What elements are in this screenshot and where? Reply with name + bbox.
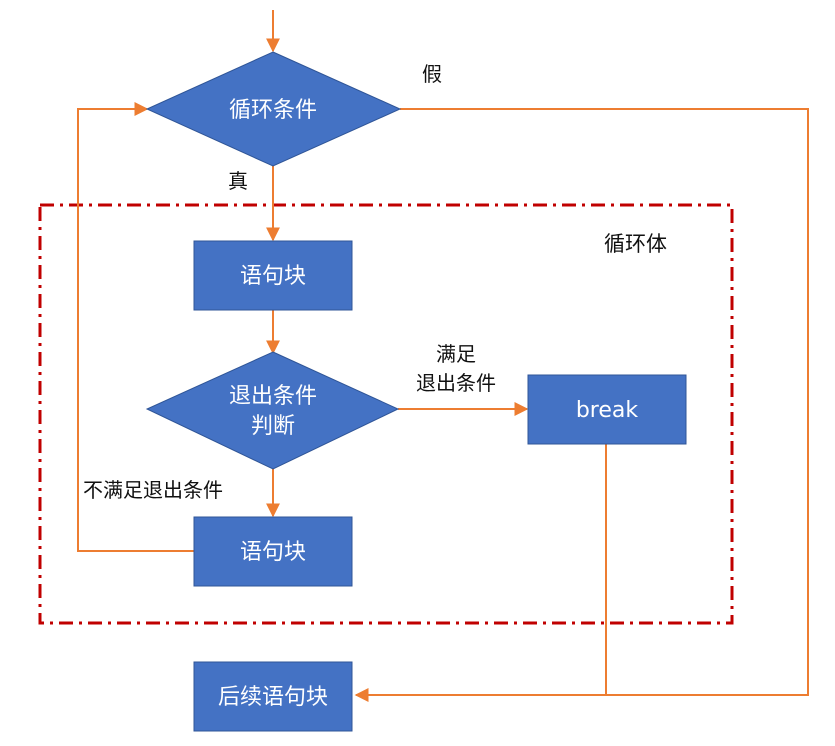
true-label: 真	[228, 169, 248, 193]
break-block-label: break	[576, 398, 639, 423]
statement-block-2-label: 语句块	[240, 540, 306, 565]
loop-condition-label: 循环条件	[229, 98, 317, 123]
exit-condition-label-line2: 判断	[251, 414, 295, 439]
loop-body-region	[38, 203, 734, 625]
exit-condition-diamond	[145, 351, 400, 470]
break-block	[527, 374, 687, 445]
connectors	[77, 10, 809, 702]
exit-condition-label-line1: 退出条件	[229, 384, 317, 409]
satisfied-label-line1: 满足	[436, 342, 476, 366]
not-satisfied-label: 不满足退出条件	[83, 478, 223, 502]
false-label: 假	[422, 62, 442, 86]
loop-condition-diamond	[145, 51, 402, 167]
loop-back-arrow	[77, 102, 194, 552]
false-arrow	[354, 108, 809, 702]
satisfied-label-line2: 退出条件	[416, 371, 496, 395]
loop-body-label: 循环体	[604, 232, 667, 256]
statement-block-1-label: 语句块	[240, 264, 306, 289]
following-block-label: 后续语句块	[218, 685, 328, 710]
statement-block-2	[193, 516, 353, 587]
statement-block-1	[193, 240, 353, 311]
following-block	[193, 661, 353, 732]
